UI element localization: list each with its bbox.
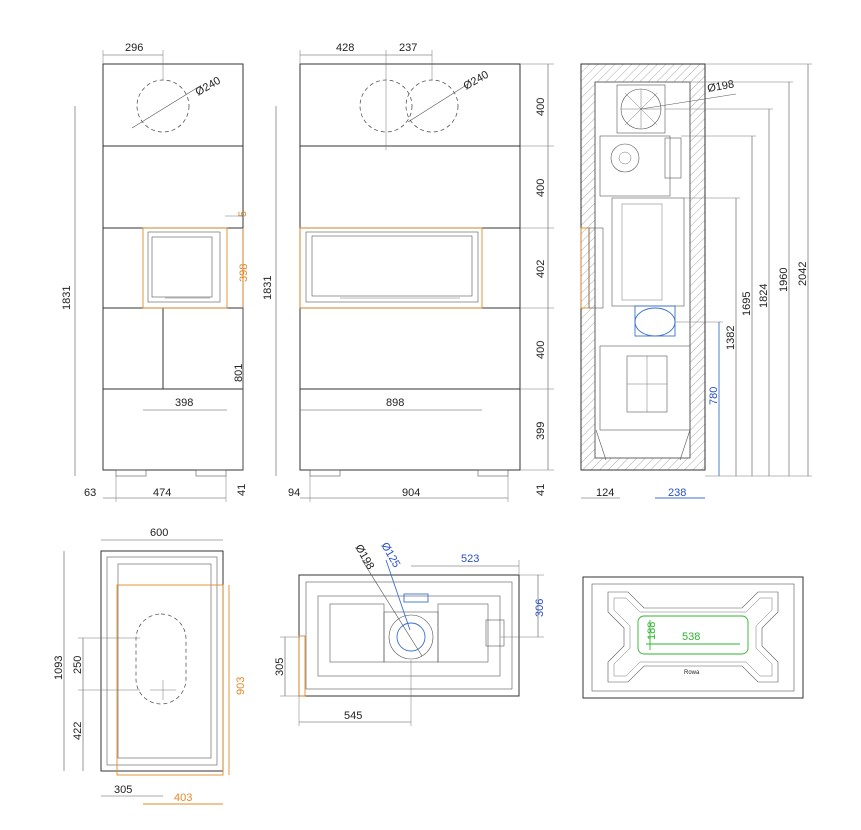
dim-2042: 2042 xyxy=(797,262,809,286)
dim-1093: 1093 xyxy=(53,656,65,680)
dim-1382: 1382 xyxy=(725,326,737,350)
dim-seg-3: 402 xyxy=(535,260,547,278)
dim-903: 903 xyxy=(235,677,247,695)
dim-1831: 1831 xyxy=(61,286,73,310)
dim-5: 5 xyxy=(237,211,249,217)
dim-1831-large: 1831 xyxy=(262,276,274,300)
dim-63: 63 xyxy=(84,487,96,499)
dim-398-fire: 398 xyxy=(175,397,193,409)
front-view-small: 296 Ø240 1831 398 5 801 398 63 474 41 xyxy=(61,42,250,502)
dim-238: 238 xyxy=(668,487,686,499)
dim-403: 403 xyxy=(174,792,192,804)
dim-pipe-198: Ø198 xyxy=(706,78,735,94)
dim-250: 250 xyxy=(72,656,84,674)
dim-523: 523 xyxy=(461,553,479,565)
dim-41: 41 xyxy=(236,484,248,496)
dim-237: 237 xyxy=(399,42,417,54)
dim-538: 538 xyxy=(682,631,700,643)
dim-780: 780 xyxy=(708,387,720,405)
dim-305-left: 305 xyxy=(114,784,132,796)
dim-diameter-240: Ø240 xyxy=(194,75,223,99)
dim-474: 474 xyxy=(153,487,171,499)
dim-seg-2: 400 xyxy=(535,179,547,197)
dim-seg-4: 400 xyxy=(535,341,547,359)
dim-545: 545 xyxy=(344,710,362,722)
dim-801: 801 xyxy=(233,364,245,382)
section-view: Ø198 2042 1960 1824 1695 1382 780 124 23… xyxy=(580,63,812,499)
front-view-large: 428 237 Ø240 1831 898 94 904 41 400 400 … xyxy=(262,42,554,502)
dim-904: 904 xyxy=(402,487,420,499)
dim-1695: 1695 xyxy=(741,292,753,316)
dim-seg-1: 400 xyxy=(535,98,547,116)
dim-seg-5: 399 xyxy=(535,422,547,440)
dim-398-door: 398 xyxy=(238,264,250,282)
dim-diameter-240-large: Ø240 xyxy=(462,69,491,93)
plan-view-middle: Ø198 Ø125 523 306 305 545 xyxy=(274,541,546,726)
dim-diameter-125: Ø125 xyxy=(378,541,402,570)
dim-94: 94 xyxy=(288,487,300,499)
dim-422: 422 xyxy=(72,722,84,740)
dim-1960: 1960 xyxy=(778,268,790,292)
dim-306: 306 xyxy=(534,599,546,617)
dim-diameter-198: Ø198 xyxy=(352,543,376,572)
dim-41-large: 41 xyxy=(535,484,547,496)
dim-305-middle: 305 xyxy=(274,658,286,676)
plan-view-left: 600 1093 250 422 903 305 403 xyxy=(53,527,247,805)
dim-428: 428 xyxy=(336,42,354,54)
plan-view-right: 188 538 Rowa xyxy=(582,576,804,699)
dim-296: 296 xyxy=(125,42,143,54)
dim-188: 188 xyxy=(646,622,658,640)
dim-898: 898 xyxy=(386,397,404,409)
brand-label: Rowa xyxy=(684,670,700,676)
dim-600: 600 xyxy=(150,527,168,539)
dim-124: 124 xyxy=(596,487,614,499)
dim-1824: 1824 xyxy=(758,284,770,308)
